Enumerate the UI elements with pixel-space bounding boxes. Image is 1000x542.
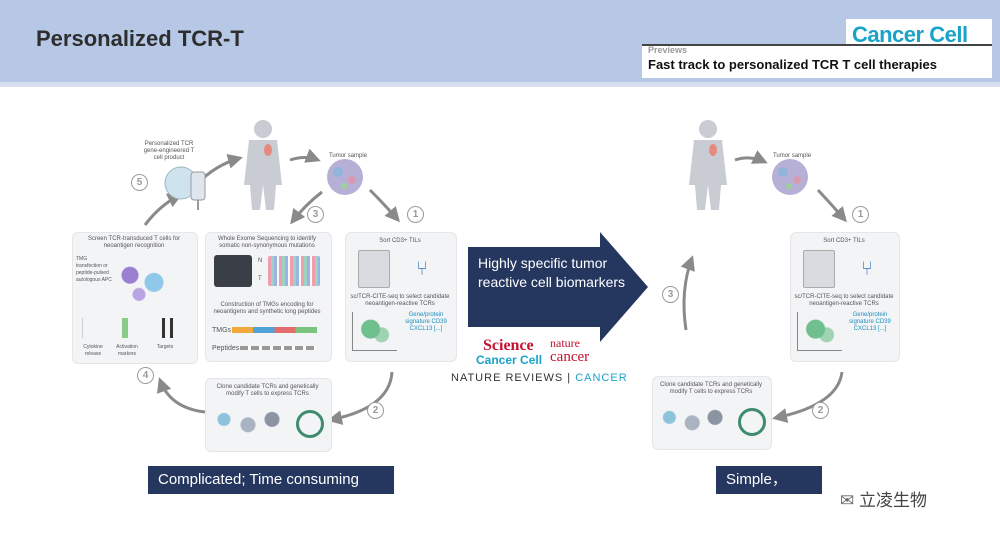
slide-title: Personalized TCR-T — [36, 26, 244, 51]
previews-title: Fast track to personalized TCR T cell th… — [648, 57, 937, 72]
tumor-sample-left — [327, 159, 363, 195]
patient-figure-left — [244, 120, 282, 210]
tumor-sample-right — [772, 159, 808, 195]
wes-title: Whole Exome Sequencing to identify somat… — [217, 236, 317, 249]
tsne-plot-right — [797, 312, 842, 351]
arrow-patient-to-tumor — [289, 148, 321, 163]
tumor-sample-label-left: Tumor sample — [328, 153, 368, 159]
step-1-left: 1 — [407, 206, 424, 223]
col-targets: Targets — [156, 344, 174, 350]
previews-bar — [642, 44, 992, 78]
step-3-right: 3 — [662, 286, 679, 303]
watermark-text: 立凌生物 — [858, 491, 927, 510]
header-stripe — [0, 82, 1000, 87]
plasmid-icon-right — [738, 408, 766, 436]
wechat-icon: ✉ — [840, 491, 855, 510]
peptides-label: Peptides — [212, 345, 240, 352]
antibody-icon-right: ⑂ — [861, 258, 873, 280]
sort-title-left: Sort CD3+ TILs — [379, 238, 421, 244]
science-logo: Science — [483, 337, 534, 354]
nature-logo: nature — [550, 336, 580, 350]
product-label: Personalized TCR gene-engineered T cell … — [143, 141, 195, 161]
tumor-sample-label-right: Tumor sample — [772, 153, 812, 159]
arrow-right-patient-to-tumor — [734, 150, 768, 164]
antibody-icon-left: ⑂ — [416, 258, 428, 280]
t-label: T — [258, 276, 262, 282]
sort-title-right: Sort CD3+ TILs — [823, 238, 865, 244]
cancer-cell-small-logo: Cancer Cell — [476, 353, 543, 367]
nrc-part-b: CANCER — [575, 372, 628, 384]
tmg-title: Construction of TMGs encoding for neoant… — [213, 302, 321, 315]
arrow-clone-to-screen — [156, 377, 206, 414]
col-cytokine: Cytokine release — [83, 344, 103, 357]
assay-charts-icon — [82, 318, 186, 338]
big-biomarker-arrow — [468, 232, 648, 342]
apc-label: TMG transfection or peptide-pulsed autol… — [76, 256, 112, 283]
plasmid-icon-left — [296, 410, 324, 438]
right-summary-label: Simple， Fast — [716, 466, 822, 516]
nature-reviews-cancer-logo: NATURE REVIEWS | CANCER — [451, 372, 628, 384]
arrow-right-sort-to-clone — [772, 371, 844, 423]
gene-sig-left: Gene/protein signature CD39 CXCL13 [...] — [405, 312, 447, 332]
sequencer-icon — [214, 255, 252, 287]
nrc-part-a: NATURE REVIEWS — [451, 372, 564, 384]
step-2-right: 2 — [812, 402, 829, 419]
previews-label: Previews — [648, 45, 688, 55]
step-4-left: 4 — [137, 367, 154, 384]
seq-title-left: sc/TCR-CITE-seq to select candidate neoa… — [350, 294, 450, 307]
screen-title: Screen TCR-transduced T cells for neoant… — [87, 236, 181, 249]
cancer-cell-logo: Cancer Cell — [852, 22, 968, 47]
tsne-plot-left — [352, 312, 397, 351]
gene-sig-right: Gene/protein signature CD39 CXCL13 [...] — [849, 312, 891, 332]
biomarker-arrow-text: Highly specific tumor reactive cell biom… — [478, 255, 626, 290]
col-activation: Activation markers — [116, 344, 138, 357]
step-2-left: 2 — [367, 402, 384, 419]
chromatogram-icon — [268, 256, 320, 286]
tcell-cluster-icon — [112, 256, 172, 304]
tmgs-label: TMGs — [212, 327, 232, 334]
sorter-icon-left — [358, 250, 390, 288]
arrow-tumor-to-sort — [368, 188, 400, 223]
arrow-screen-to-product — [143, 193, 183, 226]
clone-title-right: Clone candidate TCRs and genetically mod… — [660, 382, 762, 395]
wechat-watermark: ✉ 立凌生物 — [840, 486, 927, 511]
step-1-right: 1 — [852, 206, 869, 223]
step-3-left: 3 — [307, 206, 324, 223]
patient-figure-right — [689, 120, 727, 210]
n-label: N — [258, 258, 263, 264]
nrc-separator: | — [563, 372, 576, 384]
seq-title-right: sc/TCR-CITE-seq to select candidate neoa… — [794, 294, 894, 307]
screen-panel — [72, 232, 198, 364]
nature-cancer-logo: cancer — [550, 349, 590, 365]
wes-panel — [205, 232, 332, 362]
clone-cells-icon-right — [658, 403, 734, 439]
peptides-bar — [240, 346, 316, 350]
step-5-left: 5 — [131, 174, 148, 191]
sorter-icon-right — [803, 250, 835, 288]
arrow-right-tumor-to-sort — [816, 188, 847, 223]
arrow-right-clone-to-patient — [680, 255, 695, 331]
arrow-tumor-to-wes — [290, 190, 323, 225]
tmg-bar — [232, 327, 317, 333]
left-summary-label: Complicated; Time consuming — [148, 466, 394, 494]
tcell-product-bag — [164, 166, 206, 210]
clone-cells-icon-left — [212, 405, 292, 441]
clone-title-left: Clone candidate TCRs and genetically mod… — [216, 384, 319, 397]
